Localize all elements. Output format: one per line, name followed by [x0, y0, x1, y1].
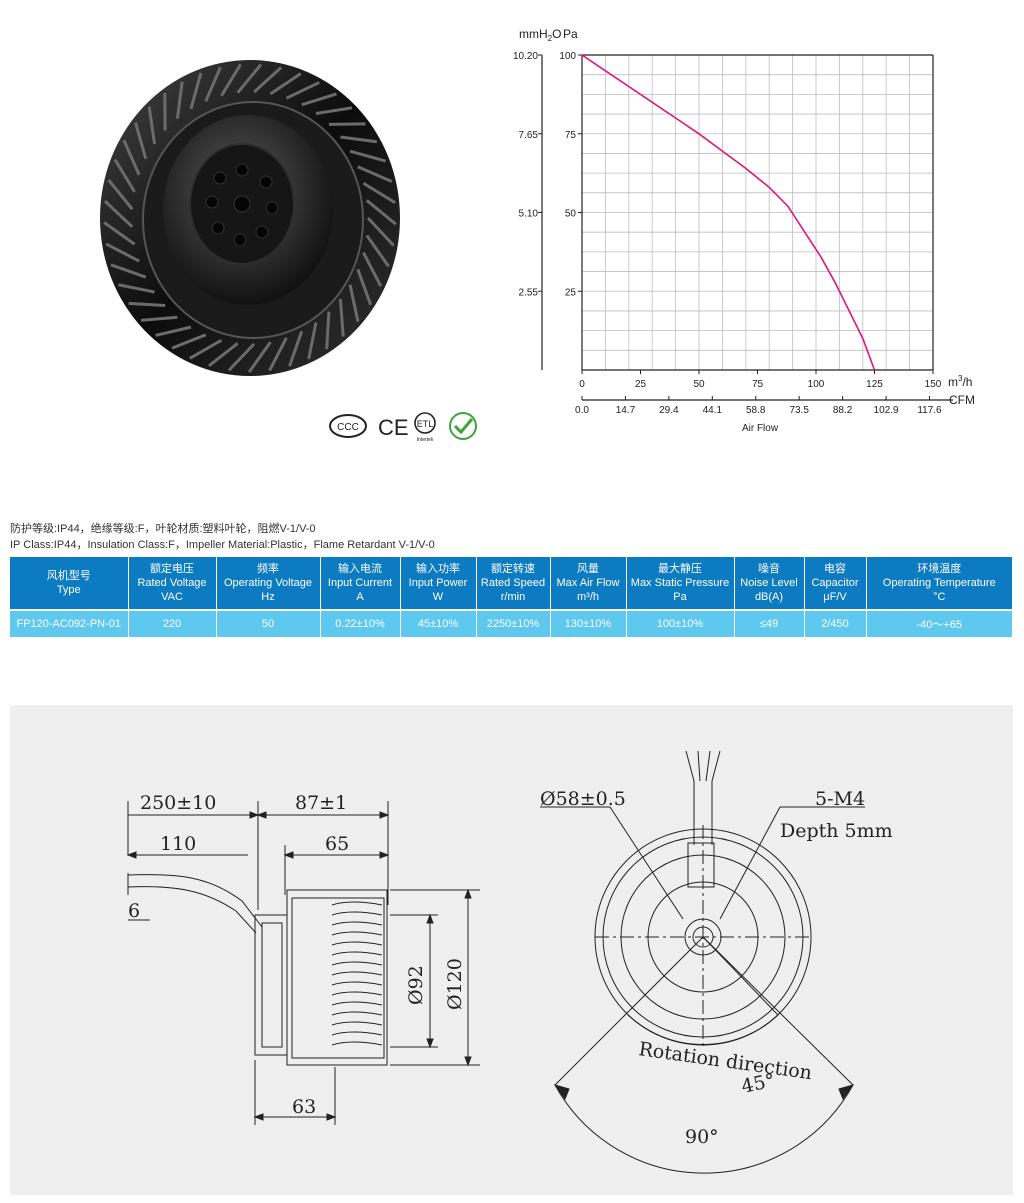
ce-mark-icon: CE: [378, 415, 409, 440]
mmh2o-tick-label: 7.65: [519, 130, 539, 141]
specs-cell: 100±10%: [626, 609, 735, 637]
m3h-tick-label: 125: [866, 379, 883, 390]
dim-outer-dia: Ø120: [444, 958, 466, 1010]
spec-notes: 防护等级:IP44，绝缘等级:F，叶轮材质:塑料叶轮，阻燃V-1/V-0 IP …: [10, 521, 435, 553]
specs-cell: 0.22±10%: [320, 609, 401, 637]
cfm-tick-label: 14.7: [616, 405, 636, 416]
ccc-mark-icon: CCC: [329, 414, 367, 438]
cfm-tick-label: 0.0: [575, 405, 589, 416]
specs-cell: 130±10%: [550, 609, 627, 637]
svg-text:CCC: CCC: [337, 422, 359, 433]
etl-caption: Intertek: [417, 437, 434, 443]
dim-cable-length: 250±10: [140, 792, 216, 814]
mmh2o-tick-label: 2.55: [519, 287, 539, 298]
right-axis-unit: Pa: [563, 27, 578, 41]
performance-curve-chart: 100 75 50 25 10.20 7.65 5.10 2.55 0 25 50 75 100 125 1…: [513, 27, 975, 434]
product-image-impeller: [100, 60, 400, 376]
spec-notes-en: IP Class:IP44，Insulation Class:F，Impelle…: [10, 539, 435, 551]
dim-angle-90: 90°: [685, 1126, 719, 1148]
dim-inner-dia: Ø92: [405, 965, 427, 1005]
specs-cell: -40～+65: [866, 609, 1013, 637]
spec-notes-cn: 防护等级:IP44，绝缘等级:F，叶轮材质:塑料叶轮，阻燃V-1/V-0: [10, 523, 316, 535]
specs-cell: 45±10%: [400, 609, 477, 637]
svg-text:CE: CE: [378, 415, 409, 440]
m3h-tick-label: 0: [579, 379, 585, 390]
pa-tick-label: 75: [565, 130, 577, 141]
specs-cell: 220: [128, 609, 217, 637]
x-axis-label: Air Flow: [742, 423, 779, 434]
label-rotation-direction: Rotation direction: [637, 1038, 813, 1084]
pressure-curve-line: [581, 54, 876, 371]
m3h-tick-label: 100: [808, 379, 825, 390]
specs-cell: 2/450: [804, 609, 867, 637]
specs-cell: ≤49: [734, 609, 805, 637]
m3h-tick-label: 50: [693, 379, 705, 390]
dim-screws: 5-M4: [815, 788, 865, 810]
dim-hub-dia: Ø58±0.5: [540, 788, 626, 810]
pa-tick-label: 25: [565, 287, 577, 298]
cfm-tick-label: 117.6: [917, 405, 942, 416]
dim-wire-strip: 6: [128, 900, 140, 922]
mmh2o-tick-label: 10.20: [513, 51, 538, 62]
top-x-axis-unit: m3/h: [948, 374, 972, 389]
dim-body-depth: 87±1: [295, 792, 347, 814]
chart-grid: [581, 54, 934, 371]
etl-mark-icon: ETL Intertek: [414, 412, 436, 443]
pa-tick-label: 100: [559, 51, 576, 62]
bottom-x-axis-unit: CFM: [949, 393, 975, 407]
cfm-tick-label: 102.9: [874, 405, 899, 416]
specs-cell: 2250±10%: [476, 609, 551, 637]
certification-marks: CCC CE ETL Intertek: [328, 408, 488, 444]
cfm-tick-label: 58.8: [746, 405, 766, 416]
specs-cell: FP120-AC092-PN-01: [10, 609, 129, 637]
side-view-drawing: [126, 801, 480, 1125]
m3h-tick-label: 25: [635, 379, 647, 390]
cfm-tick-label: 73.5: [789, 405, 809, 416]
svg-text:ETL: ETL: [417, 419, 434, 429]
cfm-tick-label: 88.2: [833, 405, 853, 416]
front-view-drawing: [540, 750, 865, 1174]
green-check-icon: [449, 412, 477, 440]
mmh2o-tick-label: 5.10: [519, 209, 539, 220]
technical-drawing-panel: 250±10 110 6 87±1 65 63 Ø92 Ø120 Ø58±0.5…: [10, 705, 1013, 1195]
left-axis-unit: mmH2O: [519, 27, 561, 43]
dim-base-depth: 63: [292, 1096, 316, 1118]
cfm-tick-label: 29.4: [659, 405, 679, 416]
specs-cell: 50: [216, 609, 321, 637]
dim-impeller-depth: 65: [325, 833, 349, 855]
m3h-tick-label: 75: [752, 379, 764, 390]
pa-tick-label: 50: [565, 209, 577, 220]
cfm-tick-label: 44.1: [703, 405, 723, 416]
dim-strip-length: 110: [160, 833, 196, 855]
dim-screw-depth: Depth 5mm: [780, 820, 893, 842]
m3h-tick-label: 150: [925, 379, 942, 390]
